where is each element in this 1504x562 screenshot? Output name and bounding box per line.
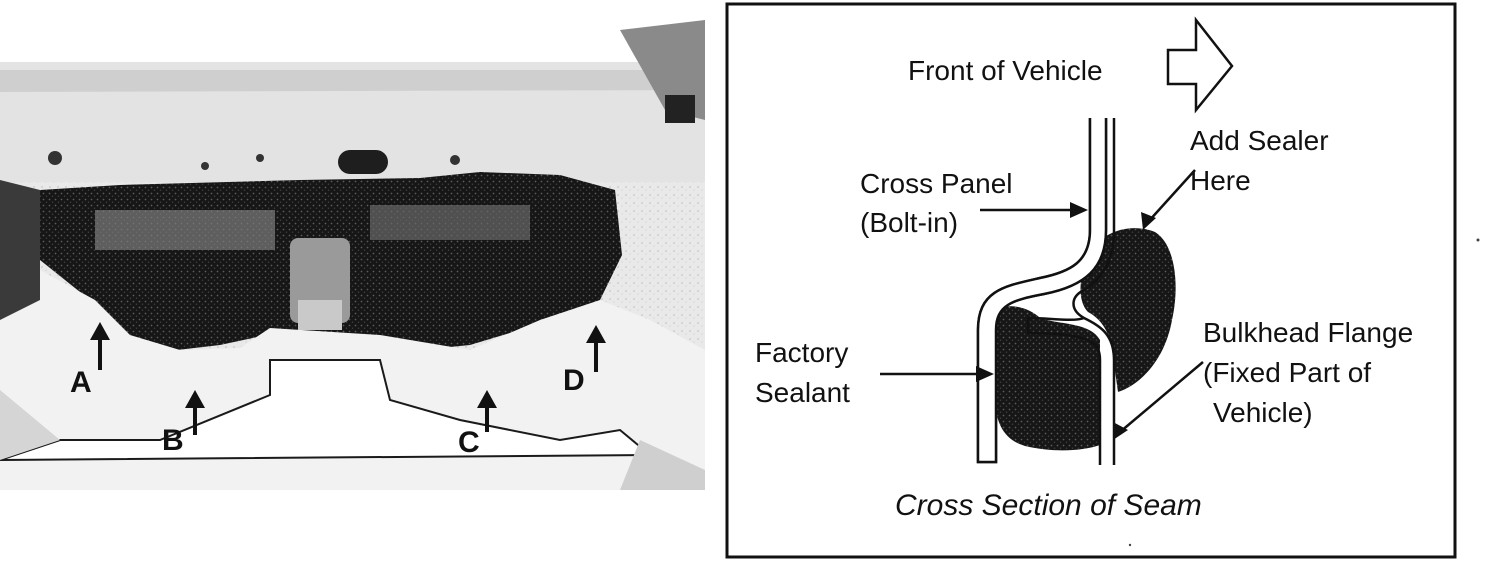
photo-marker-c: C xyxy=(458,390,497,459)
front-of-vehicle-label: Front of Vehicle xyxy=(908,55,1103,86)
photo-marker-b: B xyxy=(162,390,205,457)
marker-label-d: D xyxy=(563,364,585,397)
bulkhead-flange-sublabel-1: (Fixed Part of xyxy=(1203,357,1371,388)
speck xyxy=(1128,543,1132,547)
marker-label-b: B xyxy=(162,424,184,457)
cross-panel-label: Cross Panel xyxy=(860,168,1013,199)
front-direction-arrow-icon xyxy=(1166,16,1234,114)
bulkhead-flange-shape xyxy=(1072,118,1116,465)
marker-label-c: C xyxy=(458,426,480,459)
add-sealer-sublabel: Here xyxy=(1190,165,1251,196)
speck xyxy=(1476,238,1480,242)
add-sealer-pointer xyxy=(1147,169,1196,223)
add-sealer-label: Add Sealer xyxy=(1190,125,1329,156)
photo-marker-d: D xyxy=(563,325,606,397)
marker-label-a: A xyxy=(70,366,92,399)
undercarriage-photo xyxy=(0,0,705,490)
bulkhead-flange-pointer xyxy=(1119,361,1204,433)
factory-sealant-sublabel: Sealant xyxy=(755,377,850,408)
diagram-caption: Cross Section of Seam xyxy=(895,489,1202,522)
factory-sealant-blob xyxy=(994,306,1100,451)
factory-sealant-label: Factory xyxy=(755,337,848,368)
bulkhead-flange-sublabel-2: Vehicle) xyxy=(1213,397,1313,428)
photo-marker-a: A xyxy=(70,322,110,399)
cross-panel-sublabel: (Bolt-in) xyxy=(860,207,958,238)
bulkhead-flange-label: Bulkhead Flange xyxy=(1203,317,1413,348)
